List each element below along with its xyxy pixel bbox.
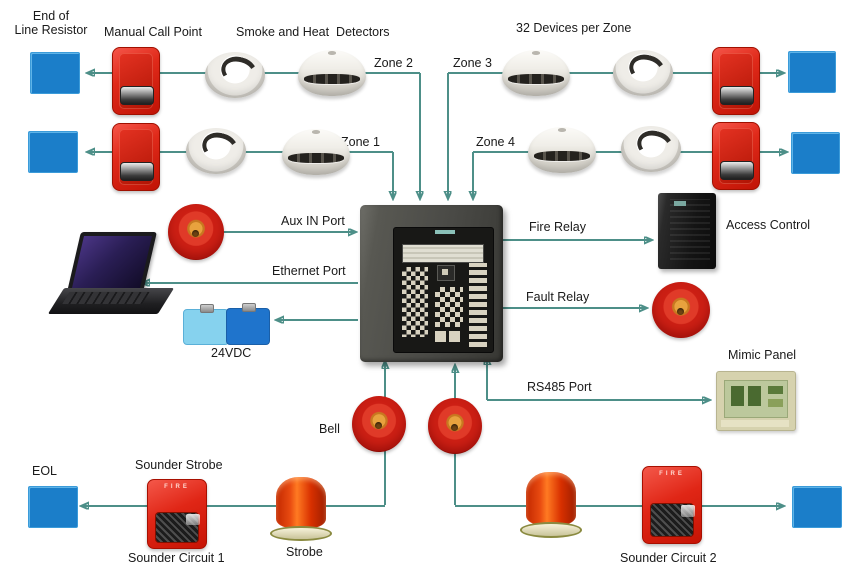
detector-window-band	[534, 150, 590, 162]
strobe-beacon	[520, 472, 582, 538]
label-zone-2: Zone 2	[374, 56, 413, 70]
label-bell: Bell	[319, 422, 340, 436]
laptop-keyboard	[47, 288, 175, 314]
panel-function-keys	[435, 331, 463, 342]
heat-detector	[205, 52, 265, 98]
device-fire-text: FIRE	[164, 484, 190, 490]
panel-indicator	[437, 265, 455, 281]
heat-detector	[613, 50, 673, 96]
strobe-beacon	[270, 477, 332, 541]
label-zone-3: Zone 3	[453, 56, 492, 70]
battery-cell	[226, 308, 270, 345]
laptop	[44, 232, 175, 322]
manual-call-point	[712, 122, 760, 190]
battery-terminal	[242, 303, 256, 312]
sounder-strobe-unit: FIRE	[147, 479, 207, 549]
access-control-unit	[658, 193, 716, 269]
label-rs485-port: RS485 Port	[527, 380, 592, 394]
end-of-line-resistor-box	[28, 131, 78, 173]
label-zone-4: Zone 4	[476, 135, 515, 149]
smoke-detector	[282, 129, 350, 175]
panel-control-keys	[469, 263, 487, 347]
mimic-panel	[716, 371, 796, 431]
eol-resistor-box	[28, 486, 78, 528]
battery-cell	[183, 309, 229, 345]
aux-alarm-bell	[168, 204, 224, 260]
sounder-strobe-lens	[681, 505, 696, 518]
label-access-control: Access Control	[726, 218, 811, 232]
strobe-base	[520, 522, 582, 538]
manual-call-point	[712, 47, 760, 115]
call-point-element	[119, 162, 155, 182]
mimic-panel-base	[721, 420, 789, 427]
label-end-of-line-resistor: End of Line Resistor	[14, 9, 88, 38]
label-ethernet-port: Ethernet Port	[272, 264, 346, 278]
manual-call-point	[112, 123, 160, 191]
label-sounder-strobe: Sounder Strobe	[135, 458, 223, 472]
label-24vdc: 24VDC	[211, 346, 252, 360]
heat-detector	[621, 126, 681, 172]
label-strobe: Strobe	[286, 545, 323, 559]
sounder-strobe-lens	[186, 514, 201, 525]
end-of-line-resistor-box	[791, 132, 840, 174]
panel-lcd-display	[402, 244, 484, 263]
label-manual-call-point: Manual Call Point	[104, 25, 202, 39]
strobe-base	[270, 525, 332, 541]
fault-alarm-bell	[652, 282, 710, 338]
smoke-detector	[298, 50, 366, 96]
label-eol: EOL	[32, 464, 58, 478]
end-of-line-resistor-box	[788, 51, 836, 93]
sounder-bell	[352, 396, 406, 452]
detector-window-band	[288, 152, 344, 164]
battery-terminal	[200, 304, 214, 313]
device-fire-text: FIRE	[659, 471, 685, 477]
smoke-detector	[528, 127, 596, 173]
sounder-bell	[428, 398, 482, 454]
strobe-dome	[276, 477, 326, 529]
panel-logo	[435, 230, 455, 234]
call-point-element	[719, 161, 755, 181]
label-fault-relay: Fault Relay	[526, 290, 590, 304]
panel-numeric-keypad	[435, 287, 463, 327]
laptop-screen	[67, 232, 157, 292]
end-of-line-resistor-box	[30, 52, 80, 94]
heat-detector	[186, 128, 246, 174]
label-zone-1: Zone 1	[341, 135, 380, 149]
label-sounder-circuit-1: Sounder Circuit 1	[128, 551, 225, 565]
smoke-detector	[502, 50, 570, 96]
label-sounder-circuit-2: Sounder Circuit 2	[620, 551, 717, 565]
manual-call-point	[112, 47, 160, 115]
eol-resistor-box	[792, 486, 842, 528]
label-fire-relay: Fire Relay	[529, 220, 586, 234]
strobe-dome	[526, 472, 576, 525]
panel-zone-led-keys	[402, 267, 428, 337]
sounder-strobe-unit: FIRE	[642, 466, 702, 544]
fire-alarm-control-panel	[360, 205, 503, 362]
label-mimic-panel: Mimic Panel	[728, 348, 797, 362]
detector-window-band	[304, 73, 360, 85]
mimic-panel-screen	[724, 380, 788, 418]
label-smoke-heat-detectors: Smoke and Heat Detectors	[236, 25, 390, 39]
call-point-element	[719, 86, 755, 106]
detector-window-band	[508, 73, 564, 85]
label-32-devices-per-zone: 32 Devices per Zone	[516, 21, 632, 35]
label-aux-in-port: Aux IN Port	[281, 214, 345, 228]
call-point-element	[119, 86, 155, 106]
